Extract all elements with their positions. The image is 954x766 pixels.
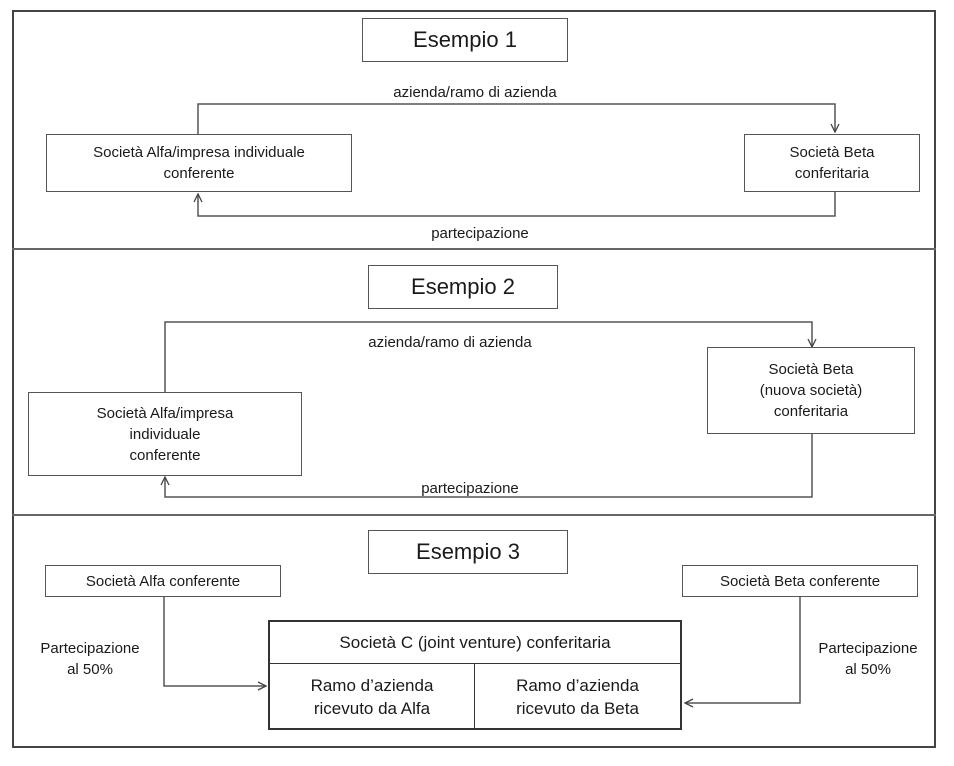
example2-flow-bottom-label: partecipazione — [421, 480, 519, 497]
section-divider-1 — [12, 248, 936, 250]
example3-title: Esempio 3 — [368, 530, 568, 574]
diagram-frame — [12, 10, 936, 748]
example2-flow-top-label: azienda/ramo di azienda — [368, 334, 532, 351]
section-divider-2 — [12, 514, 936, 516]
example3-left-share-label: Partecipazione al 50% — [40, 640, 140, 678]
ex2-flow-arrow — [164, 321, 812, 392]
ex3-right-arrow — [685, 597, 801, 703]
joint-venture-box: Società C (joint venture) conferitaria R… — [268, 620, 682, 730]
example3-left-party-label: Società Alfa conferente — [85, 572, 241, 590]
example3-right-party-node: Società Beta conferente — [682, 565, 918, 597]
example1-title: Esempio 1 — [362, 18, 568, 62]
example2-target-node: Società Beta (nuova società) conferitari… — [707, 347, 915, 434]
example2-source-label: Società Alfa/impresa individuale confere… — [96, 404, 234, 464]
example1-source-node: Società Alfa/impresa individuale confere… — [46, 134, 352, 192]
ex3-left-arrow — [163, 597, 266, 686]
example2-source-node: Società Alfa/impresa individuale confere… — [28, 392, 302, 476]
example1-flow-bottom-label: partecipazione — [431, 225, 529, 242]
ex1-return-arrow — [198, 192, 836, 217]
jv-branch-from-alfa: Ramo d’azienda ricevuto da Alfa — [270, 664, 475, 730]
example2-target-label: Società Beta (nuova società) conferitari… — [759, 361, 863, 420]
example3-right-party-label: Società Beta conferente — [719, 572, 881, 590]
example1-target-node: Società Beta conferitaria — [744, 134, 920, 192]
joint-venture-title: Società C (joint venture) conferitaria — [270, 622, 680, 664]
ex1-flow-arrow — [197, 103, 835, 134]
example3-right-share-label: Partecipazione al 50% — [818, 640, 918, 678]
example3-left-party-node: Società Alfa conferente — [45, 565, 281, 597]
example1-flow-top-label: azienda/ramo di azienda — [393, 84, 557, 101]
example1-source-label: Società Alfa/impresa individuale confere… — [93, 144, 305, 182]
jv-branch-from-beta: Ramo d’azienda ricevuto da Beta — [516, 676, 639, 718]
ex2-return-arrow — [165, 434, 813, 498]
example1-target-label: Società Beta conferitaria — [789, 144, 875, 182]
example2-title: Esempio 2 — [368, 265, 558, 309]
